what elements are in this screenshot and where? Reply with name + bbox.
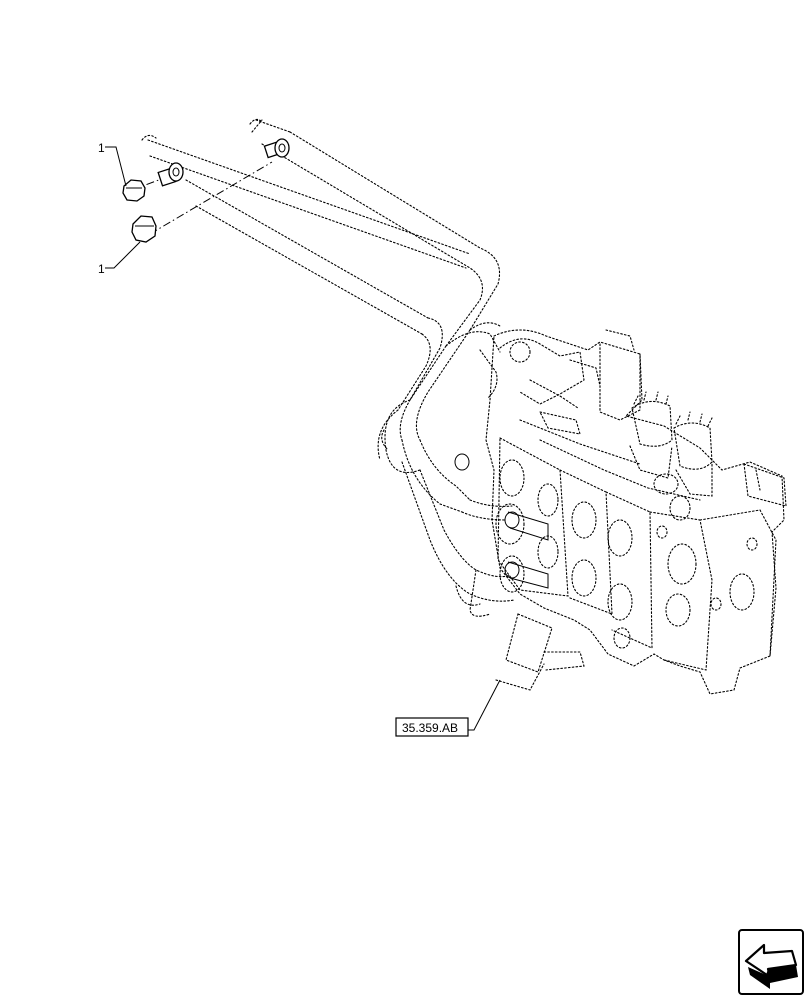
hose-lines	[141, 118, 515, 617]
callout-1-upper: 1	[98, 141, 127, 187]
callout-1-lower: 1	[98, 241, 141, 276]
reference-link[interactable]: 35.359.AB	[395, 679, 501, 737]
previous-page-button[interactable]	[738, 929, 804, 995]
caps-and-plugs	[122, 138, 290, 243]
cap-upper	[122, 179, 146, 202]
reference-label[interactable]: 35.359.AB	[402, 721, 458, 735]
callout-label: 1	[98, 141, 105, 155]
plug-fitting-upper	[157, 162, 184, 187]
previous-arrow-icon	[744, 943, 798, 989]
callout-label: 1	[98, 262, 105, 276]
port-fittings	[454, 453, 549, 589]
control-valve-block	[485, 329, 787, 695]
cap-lower	[131, 215, 157, 243]
plug-fitting-right	[263, 138, 290, 159]
